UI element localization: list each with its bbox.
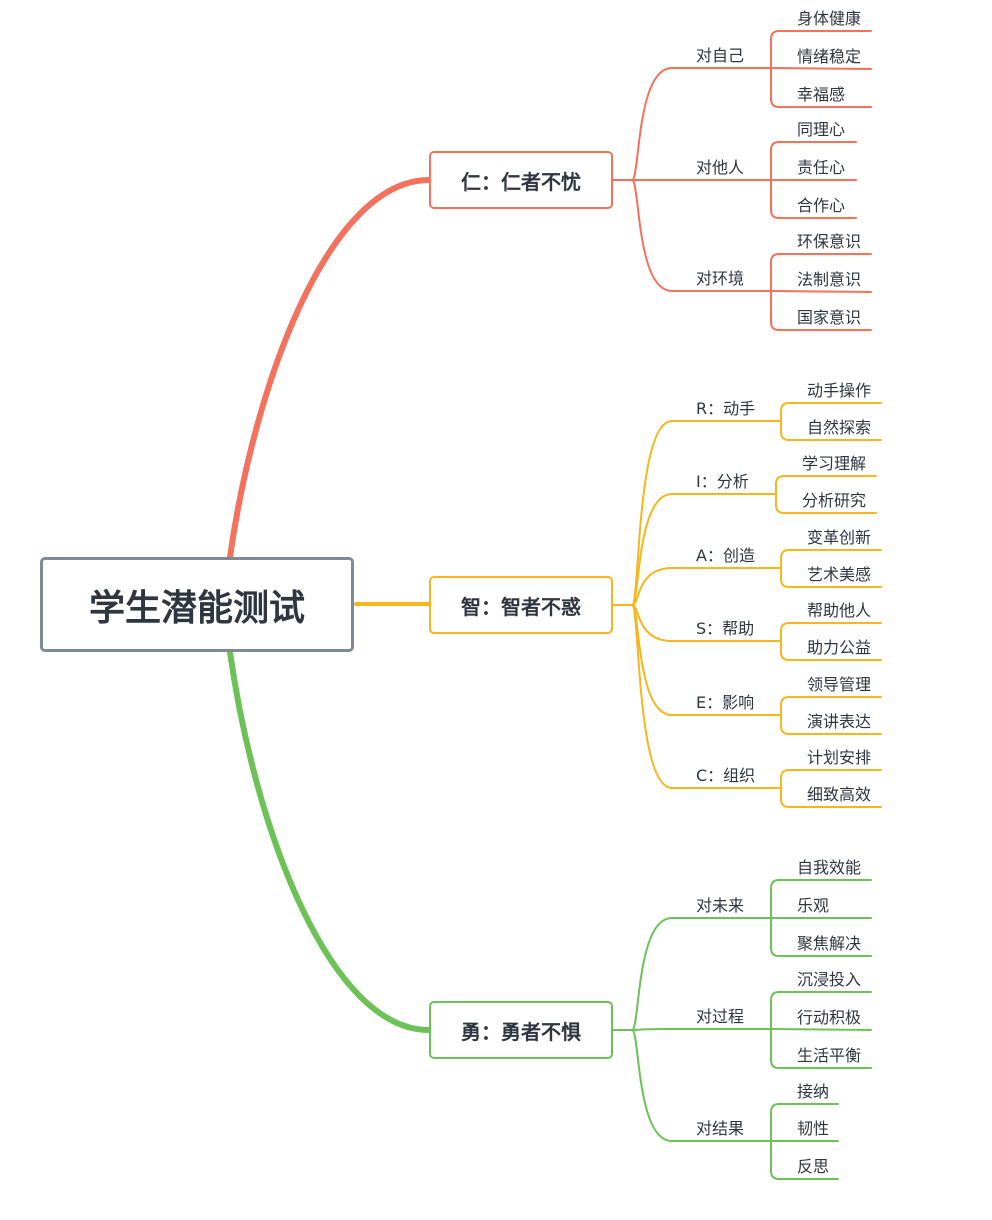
leaf-connector <box>770 879 872 919</box>
leaf-label[interactable]: 身体健康 <box>797 9 862 28</box>
leaf-connector <box>770 30 872 69</box>
subtopic-connector <box>631 1028 772 1031</box>
leaf-connector <box>770 179 857 219</box>
subtopic-label[interactable]: R：动手 <box>696 399 756 418</box>
leaf-connector <box>775 475 877 495</box>
leaf-label[interactable]: 情绪稳定 <box>797 47 862 66</box>
leaf-label[interactable]: 反思 <box>797 1157 830 1176</box>
subtopic-label[interactable]: 对过程 <box>696 1007 745 1026</box>
leaf-label[interactable]: 国家意识 <box>797 308 862 327</box>
leaf-label[interactable]: 幸福感 <box>797 85 846 104</box>
leaf-label[interactable]: 合作心 <box>797 196 846 215</box>
leaf-label[interactable]: 责任心 <box>797 158 846 177</box>
root-topic[interactable]: 学生潜能测试 <box>40 557 354 652</box>
leaf-connector <box>770 917 872 957</box>
leaf-connector <box>770 1140 839 1180</box>
leaf-connector <box>780 640 882 661</box>
subtopic-connector <box>631 917 772 1031</box>
leaf-connector <box>780 696 882 716</box>
leaf-label[interactable]: 分析研究 <box>802 491 867 510</box>
leaf-label[interactable]: 细致高效 <box>807 785 872 804</box>
leaf-label[interactable]: 韧性 <box>797 1119 830 1138</box>
leaf-connector <box>780 420 882 441</box>
leaf-connector <box>770 1103 839 1142</box>
subtopic-connector <box>631 567 782 606</box>
subtopic-label[interactable]: 对环境 <box>696 269 745 288</box>
leaf-connector <box>780 549 882 569</box>
leaf-label[interactable]: 领导管理 <box>807 675 872 694</box>
leaf-label[interactable]: 聚焦解决 <box>797 934 862 953</box>
subtopic-connector <box>631 604 782 789</box>
subtopic-connector <box>631 67 772 181</box>
subtopic-label[interactable]: 对结果 <box>696 1119 745 1138</box>
leaf-connector <box>780 622 882 642</box>
subtopic-label[interactable]: S：帮助 <box>696 619 755 638</box>
leaf-connector <box>780 787 882 808</box>
leaf-connector <box>770 67 872 108</box>
leaf-connector <box>770 290 872 331</box>
leaf-connector <box>780 402 882 422</box>
leaf-label[interactable]: 自我效能 <box>797 858 862 877</box>
leaf-connector <box>770 290 872 293</box>
root-connector <box>227 649 432 1033</box>
subtopic-label[interactable]: I：分析 <box>696 472 749 491</box>
main-topic[interactable]: 智：智者不惑 <box>429 576 613 634</box>
subtopic-connector <box>631 179 772 292</box>
subtopic-label[interactable]: A：创造 <box>696 546 755 565</box>
root-connector <box>227 177 432 560</box>
leaf-connector <box>770 141 857 181</box>
leaf-label[interactable]: 接纳 <box>797 1082 830 1101</box>
leaf-connector <box>770 253 872 292</box>
main-topic[interactable]: 勇：勇者不惧 <box>429 1001 613 1059</box>
leaf-label[interactable]: 同理心 <box>797 120 846 139</box>
leaf-label[interactable]: 助力公益 <box>807 638 872 657</box>
leaf-connector <box>780 714 882 735</box>
subtopic-label[interactable]: 对未来 <box>696 896 745 915</box>
leaf-label[interactable]: 艺术美感 <box>807 565 872 584</box>
leaf-label[interactable]: 演讲表达 <box>807 712 872 731</box>
leaf-label[interactable]: 乐观 <box>797 896 830 915</box>
leaf-label[interactable]: 帮助他人 <box>807 601 872 620</box>
leaf-connector <box>780 769 882 789</box>
subtopic-label[interactable]: 对他人 <box>696 158 745 177</box>
leaf-connector <box>770 67 872 70</box>
leaf-label[interactable]: 法制意识 <box>797 270 862 289</box>
leaf-label[interactable]: 变革创新 <box>807 528 872 547</box>
leaf-label[interactable]: 行动积极 <box>797 1008 862 1027</box>
leaf-connector <box>770 991 872 1030</box>
subtopic-label[interactable]: 对自己 <box>696 46 745 65</box>
subtopic-connector <box>631 1029 772 1142</box>
subtopic-connector <box>631 420 782 606</box>
leaf-label[interactable]: 动手操作 <box>807 381 872 400</box>
main-topic[interactable]: 仁：仁者不忧 <box>429 151 613 209</box>
leaf-connector <box>775 493 877 514</box>
subtopic-label[interactable]: C：组织 <box>696 766 756 785</box>
leaf-label[interactable]: 自然探索 <box>807 418 872 437</box>
leaf-connector <box>770 1028 872 1069</box>
leaf-label[interactable]: 生活平衡 <box>797 1046 862 1065</box>
leaf-label[interactable]: 计划安排 <box>807 748 872 767</box>
subtopic-label[interactable]: E：影响 <box>696 693 755 712</box>
leaf-label[interactable]: 沉浸投入 <box>797 970 862 989</box>
subtopic-connector <box>631 493 777 606</box>
leaf-label[interactable]: 环保意识 <box>797 232 862 251</box>
leaf-connector <box>780 567 882 588</box>
leaf-label[interactable]: 学习理解 <box>802 454 867 473</box>
leaf-connector <box>770 1028 872 1031</box>
